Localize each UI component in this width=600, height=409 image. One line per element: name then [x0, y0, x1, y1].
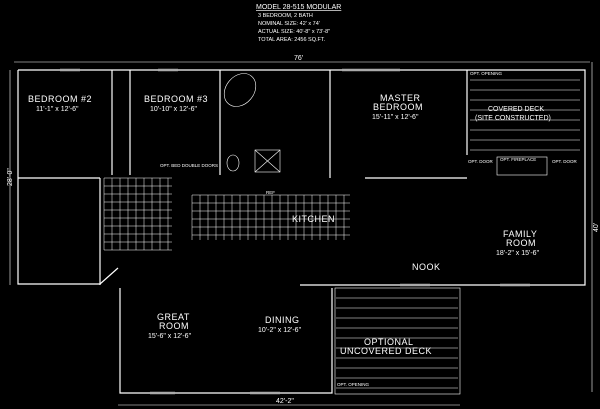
- plan-notes: OPT. OPENING OPT. FIREPLACE OPT. DOOR OP…: [160, 71, 578, 387]
- shower-icon: [254, 149, 281, 173]
- dimension-lines: 76' 28'-0" 40' 42'-2": [7, 55, 600, 406]
- beds-baths: 3 BEDROOM, 2 BATH: [258, 13, 313, 19]
- kitchen-label: KITCHEN: [292, 214, 335, 224]
- interior-walls: [18, 70, 468, 285]
- bedroom2-label: BEDROOM #2: [28, 94, 92, 104]
- master-label-2: BEDROOM: [373, 102, 423, 112]
- opt-opening-deck-note: OPT. OPENING: [337, 382, 370, 387]
- uncovered-deck-label-2: UNCOVERED DECK: [340, 346, 432, 356]
- total-area: TOTAL AREA: 2456 SQ.FT.: [258, 37, 326, 43]
- bedroom3-label: BEDROOM #3: [144, 94, 208, 104]
- room-labels: BEDROOM #2 11'-1" x 12'-6" BEDROOM #3 10…: [28, 93, 551, 356]
- dining-size: 10'-2" x 12'-6": [258, 327, 302, 334]
- bedroom2-size: 11'-1" x 12'-6": [36, 106, 79, 113]
- dining-label: DINING: [265, 315, 300, 325]
- exterior-walls: [17, 68, 586, 395]
- master-label-1: MASTER: [380, 93, 421, 103]
- family-label-1: FAMILY: [503, 229, 537, 239]
- toilet-icon: [226, 154, 240, 172]
- master-size: 15'-11" x 12'-6": [372, 114, 419, 121]
- plan-header: MODEL 28-515 MODULAR 3 BEDROOM, 2 BATH N…: [256, 4, 341, 43]
- actual-size: ACTUAL SIZE: 40'-8" x 73'-8": [258, 29, 330, 35]
- dimension-right: 40': [593, 223, 600, 232]
- nominal-size: NOMINAL SIZE: 42' x 74': [258, 21, 320, 27]
- great-room-size: 15'-6" x 12'-6": [148, 333, 192, 340]
- bathtub-icon: [223, 73, 257, 107]
- great-room-label-1: GREAT: [157, 312, 190, 322]
- uncovered-deck-label-1: OPTIONAL: [364, 337, 414, 347]
- model-title: MODEL 28-515 MODULAR: [256, 4, 341, 11]
- fireplace-icon: [496, 156, 548, 176]
- covered-deck-slats: [470, 79, 580, 151]
- opt-opening-note: OPT. OPENING: [470, 71, 503, 76]
- great-room-label-2: ROOM: [159, 321, 189, 331]
- family-size: 18'-2" x 15'-6": [496, 250, 540, 257]
- opt-door-left-note: OPT. DOOR: [468, 159, 494, 164]
- dimension-bottom: 42'-2": [276, 398, 294, 405]
- nook-label: NOOK: [412, 262, 441, 272]
- opt-double-doors-note: OPT. BED DOUBLE DOORS: [160, 163, 218, 168]
- tile-floor: [103, 177, 350, 251]
- covered-deck-label: COVERED DECK: [488, 106, 544, 113]
- opt-fireplace-note: OPT. FIREPLACE: [500, 157, 536, 162]
- bedroom3-size: 10'-10" x 12'-6": [150, 106, 197, 113]
- dimension-left: 28'-0": [7, 168, 14, 186]
- family-label-2: ROOM: [506, 238, 536, 248]
- dimension-top: 76': [294, 55, 303, 62]
- uncovered-deck-slats: [336, 297, 458, 389]
- ref-note: REF: [266, 190, 275, 195]
- opt-door-right-note: OPT. DOOR: [552, 159, 578, 164]
- covered-deck-note: (SITE CONSTRUCTED): [475, 115, 551, 122]
